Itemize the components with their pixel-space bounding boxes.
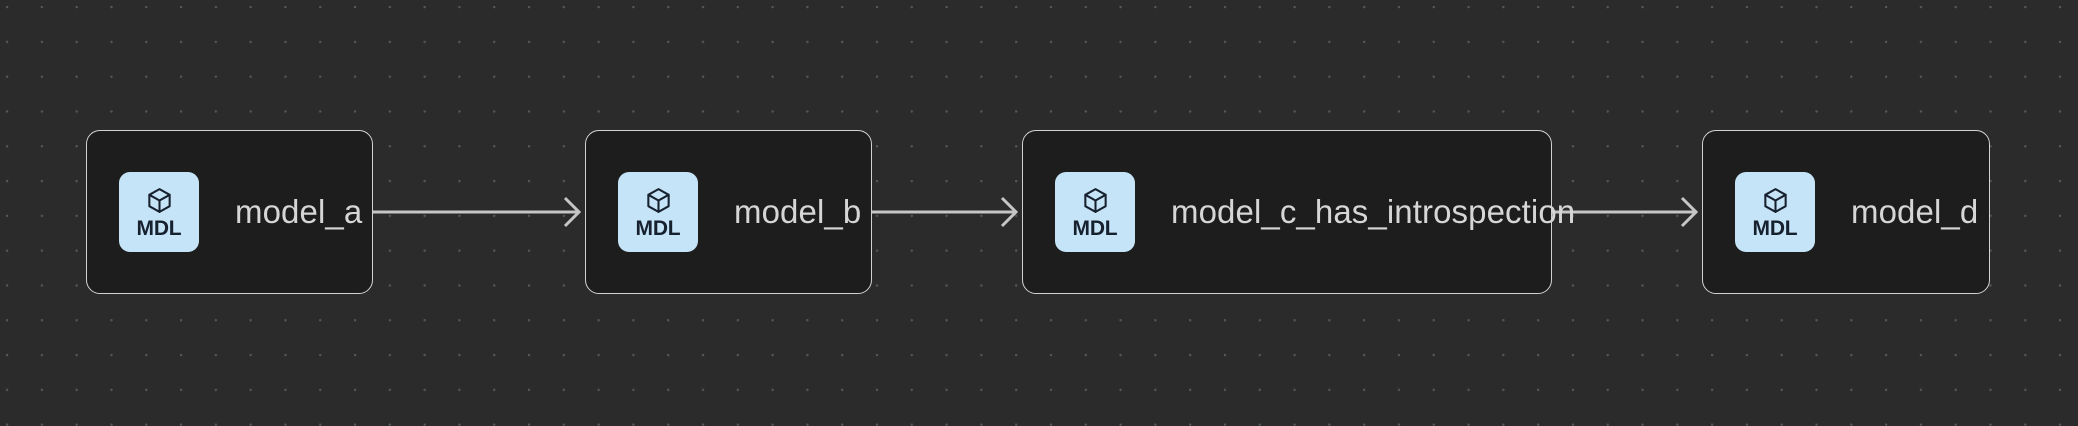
node-label: model_a xyxy=(235,193,363,230)
graph-node[interactable]: MDL model_d xyxy=(1702,130,1990,294)
graph-node[interactable]: MDL model_c_has_introspection xyxy=(1022,130,1575,294)
node-badge: MDL xyxy=(119,172,199,252)
cube-icon xyxy=(644,186,673,215)
node-badge-text: MDL xyxy=(136,216,182,240)
node-label: model_c_has_introspection xyxy=(1171,193,1576,230)
graph-edge xyxy=(872,196,1019,228)
node-badge: MDL xyxy=(1055,172,1135,252)
node-badge-text: MDL xyxy=(1072,216,1118,240)
node-badge: MDL xyxy=(1735,172,1815,252)
node-label: model_b xyxy=(734,193,862,230)
cube-icon xyxy=(145,186,174,215)
graph-edge xyxy=(373,196,582,228)
arrowhead-icon xyxy=(563,196,582,228)
node-badge-text: MDL xyxy=(1752,216,1798,240)
node-label: model_d xyxy=(1851,193,1979,230)
graph-node[interactable]: MDL model_b xyxy=(585,130,872,294)
arrowhead-icon xyxy=(1680,196,1699,228)
arrowhead-icon xyxy=(1000,196,1019,228)
node-badge: MDL xyxy=(618,172,698,252)
graph-node[interactable]: MDL model_a xyxy=(86,130,373,294)
node-badge-text: MDL xyxy=(635,216,681,240)
cube-icon xyxy=(1081,186,1110,215)
cube-icon xyxy=(1761,186,1790,215)
